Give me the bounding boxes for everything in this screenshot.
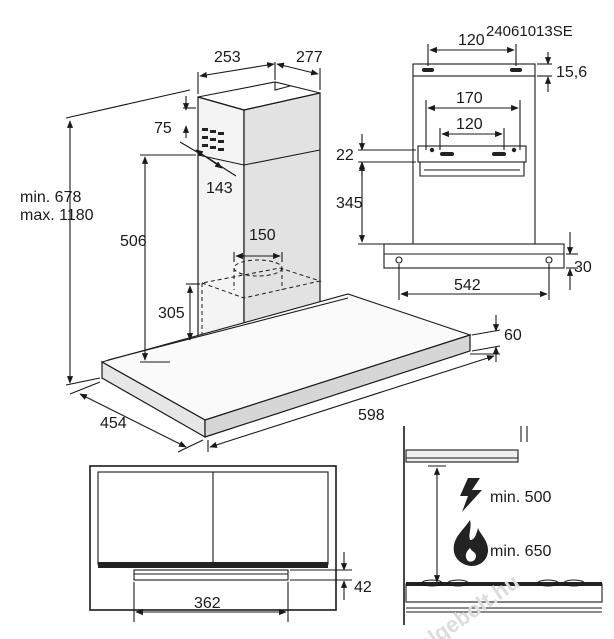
hood-main-view: 253 277 75 143 506 150 305 min. 678 xyxy=(20,49,522,453)
total-height-min-label: min. 678 xyxy=(20,189,81,206)
vent-height-label: 143 xyxy=(206,180,233,197)
bracket-height-label: 345 xyxy=(336,195,363,212)
filter-depth-label: 42 xyxy=(354,579,372,596)
flame-icon xyxy=(453,520,488,566)
clearance-view: min. 500 min. 650 xyxy=(403,426,603,625)
depth-label: 454 xyxy=(100,415,127,432)
chimney-depth-label: 277 xyxy=(296,49,323,66)
filter-width-label: 362 xyxy=(194,595,221,612)
total-height-max-label: max. 1180 xyxy=(20,207,94,224)
spacing-inner-label: 120 xyxy=(456,116,483,133)
width-label: 598 xyxy=(358,407,385,424)
gas-clearance-label: min. 650 xyxy=(490,543,551,560)
top-bracket xyxy=(412,63,536,77)
chimney-top xyxy=(197,81,321,111)
bottom-offset-label: 30 xyxy=(574,259,592,276)
spacing-outer-label: 170 xyxy=(456,90,483,107)
chimney-width-label: 253 xyxy=(214,49,241,66)
duct-diameter-label: 150 xyxy=(249,227,276,244)
bracket-offset-label: 22 xyxy=(336,147,354,164)
top-spacing-label: 120 xyxy=(458,32,485,49)
watermark: elgebolt.hu xyxy=(413,569,523,639)
vent-offset-label: 75 xyxy=(154,120,172,137)
canopy-thickness-label: 60 xyxy=(504,327,522,344)
outlet-height-label: 506 xyxy=(120,233,147,250)
document-code: 24061013SE xyxy=(486,23,573,40)
electric-clearance-label: min. 500 xyxy=(490,489,551,506)
light-filter xyxy=(133,569,289,581)
mid-bracket xyxy=(417,145,527,163)
bottom-view: 42 362 xyxy=(89,465,372,622)
clearance-hood xyxy=(405,449,519,463)
bottom-spacing-label: 542 xyxy=(454,277,481,294)
top-offset-label: 15,6 xyxy=(556,64,587,81)
lightning-icon xyxy=(460,478,482,512)
vent-slots xyxy=(202,128,224,151)
bottom-plate xyxy=(383,243,565,269)
bracket-view: 120 15,6 170 120 22 345 xyxy=(336,32,592,300)
filter-height-label: 305 xyxy=(158,305,185,322)
